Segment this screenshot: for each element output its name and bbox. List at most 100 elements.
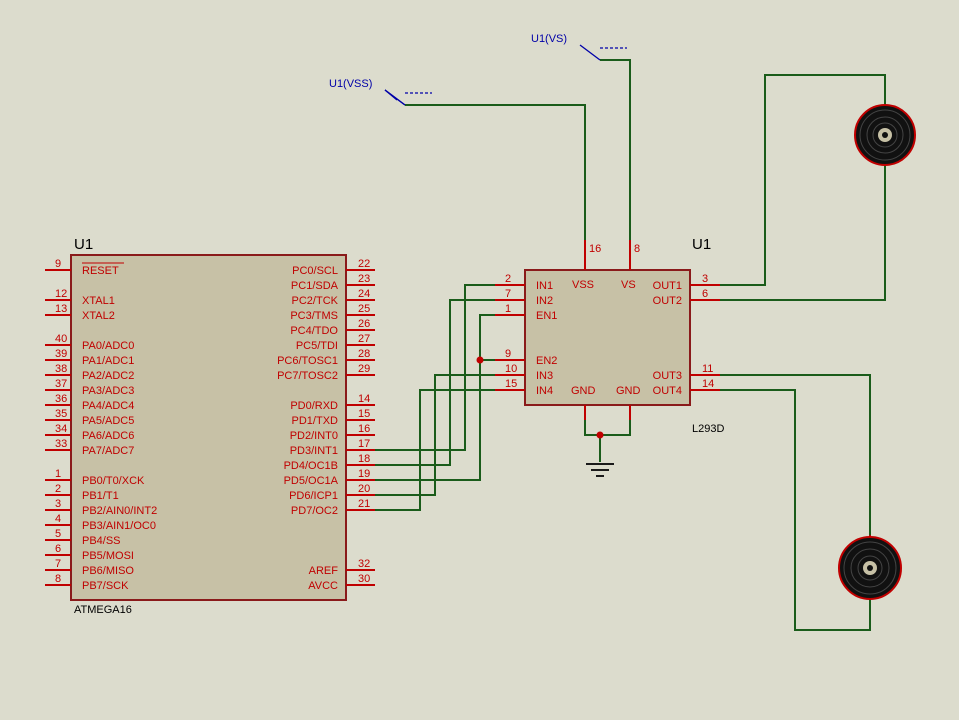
pin-pb7-sck-label: PB7/SCK	[82, 580, 129, 592]
pin-pa2-adc2-label: PA2/ADC2	[82, 370, 134, 382]
pin-pa0-adc0-number: 40	[55, 333, 67, 345]
pin-pb1-t1-label: PB1/T1	[82, 490, 119, 502]
wire-vss	[405, 104, 586, 240]
pin-vss-number: 16	[589, 243, 601, 255]
pin-out2-label: OUT2	[653, 295, 682, 307]
pin-pb0-t0-xck-number: 1	[55, 468, 61, 480]
pin-in4-number: 15	[505, 378, 517, 390]
pin-pd0-rxd-number: 14	[358, 393, 370, 405]
driver-part-label: L293D	[692, 423, 724, 435]
pin-pa5-adc5-label: PA5/ADC5	[82, 415, 134, 427]
pin-pa6-adc6-number: 34	[55, 423, 67, 435]
pin-pc5-tdi-label: PC5/TDI	[296, 340, 338, 352]
pin-pa0-adc0-label: PA0/ADC0	[82, 340, 134, 352]
pin-reset-label: RESET	[82, 265, 119, 277]
pin-pd5-oc1a-label: PD5/OC1A	[284, 475, 339, 487]
pin-pb4-ss-label: PB4/SS	[82, 535, 121, 547]
pin-pa7-adc7-number: 33	[55, 438, 67, 450]
pin-avcc-number: 30	[358, 573, 370, 585]
vs-net-label: U1(VS)	[531, 33, 567, 45]
pin-pb6-miso-number: 7	[55, 558, 61, 570]
pin-pc3-tms-label: PC3/TMS	[290, 310, 338, 322]
motor-1[interactable]	[854, 104, 916, 166]
pin-pa4-adc4-number: 36	[55, 393, 67, 405]
pin-pb3-ain1-oc0-number: 4	[55, 513, 61, 525]
pin-pc1-sda-label: PC1/SDA	[291, 280, 339, 292]
wire-pd4-in2	[375, 299, 495, 466]
pin-pc3-tms-number: 25	[358, 303, 370, 315]
pin-out3-label: OUT3	[653, 370, 682, 382]
ground-symbol	[586, 463, 614, 477]
pin-pc5-tdi-number: 27	[358, 333, 370, 345]
pin-out4-label: OUT4	[653, 385, 682, 397]
vss-net-label: U1(VSS)	[329, 78, 372, 90]
pin-xtal1-label: XTAL1	[82, 295, 115, 307]
pin-pd4-oc1b-label: PD4/OC1B	[284, 460, 338, 472]
pin-in3-number: 10	[505, 363, 517, 375]
pin-pd6-icp1-label: PD6/ICP1	[289, 490, 338, 502]
wires	[375, 59, 886, 631]
pin-en1-label: EN1	[536, 310, 557, 322]
pin-pc0-scl-number: 22	[358, 258, 370, 270]
pin-gnd2-label: GND	[616, 385, 641, 397]
pin-pc4-tdo-number: 26	[358, 318, 370, 330]
pin-pc7-tosc2-number: 29	[358, 363, 370, 375]
pin-en2-number: 9	[505, 348, 511, 360]
pin-out2-number: 6	[702, 288, 708, 300]
pin-pb2-ain0-int2-label: PB2/AIN0/INT2	[82, 505, 157, 517]
wire-gnd-bus	[584, 420, 631, 436]
mcu-part-label: ATMEGA16	[74, 604, 132, 616]
pin-pc1-sda-number: 23	[358, 273, 370, 285]
pin-pc2-tck-number: 24	[358, 288, 370, 300]
pin-pb7-sck-number: 8	[55, 573, 61, 585]
pin-pd3-int1-number: 17	[358, 438, 370, 450]
pin-out3-number: 11	[702, 363, 713, 375]
pin-aref-label: AREF	[309, 565, 339, 577]
mcu-body	[70, 254, 347, 601]
pin-pd4-oc1b-number: 18	[358, 453, 370, 465]
pin-pd2-int0-number: 16	[358, 423, 370, 435]
pin-pb2-ain0-int2-number: 3	[55, 498, 61, 510]
pin-in2-label: IN2	[536, 295, 553, 307]
pin-vs-number: 8	[634, 243, 640, 255]
mcu-right-pins: 22PC0/SCL23PC1/SDA24PC2/TCK25PC3/TMS26PC…	[277, 258, 375, 592]
pin-xtal2-number: 13	[55, 303, 67, 315]
pin-pd2-int0-label: PD2/INT0	[290, 430, 338, 442]
atmega16-chip[interactable]: U1 ATMEGA16 9RESET12XTAL113XTAL240PA0/AD…	[45, 236, 375, 616]
pin-pd0-rxd-label: PD0/RXD	[290, 400, 338, 412]
pin-pc6-tosc1-label: PC6/TOSC1	[277, 355, 338, 367]
mcu-left-pins: 9RESET12XTAL113XTAL240PA0/ADC039PA1/ADC1…	[45, 258, 157, 592]
pin-pa6-adc6-label: PA6/ADC6	[82, 430, 134, 442]
pin-pc0-scl-label: PC0/SCL	[292, 265, 338, 277]
pin-pa3-adc3-number: 37	[55, 378, 67, 390]
pin-in2-number: 7	[505, 288, 511, 300]
pin-in1-label: IN1	[536, 280, 553, 292]
pin-xtal1-number: 12	[55, 288, 67, 300]
pin-pa1-adc1-number: 39	[55, 348, 67, 360]
pin-pa4-adc4-label: PA4/ADC4	[82, 400, 134, 412]
pin-pd1-txd-label: PD1/TXD	[292, 415, 339, 427]
junction-en	[476, 356, 484, 364]
pin-pa2-adc2-number: 38	[55, 363, 67, 375]
wire-pd5-en1	[375, 314, 495, 481]
pin-pa7-adc7-label: PA7/ADC7	[82, 445, 134, 457]
pin-out4-number: 14	[702, 378, 714, 390]
wire-out1-motor1	[720, 74, 886, 286]
pin-pd7-oc2-number: 21	[358, 498, 370, 510]
pin-pb4-ss-number: 5	[55, 528, 61, 540]
wire-out4-motor2	[720, 389, 871, 631]
junction-gnd	[596, 431, 604, 439]
pin-pb1-t1-number: 2	[55, 483, 61, 495]
pin-en1-number: 1	[505, 303, 511, 315]
pin-avcc-label: AVCC	[308, 580, 338, 592]
pin-pb0-t0-xck-label: PB0/T0/XCK	[82, 475, 145, 487]
pin-in4-label: IN4	[536, 385, 553, 397]
driver-ref-label: U1	[692, 236, 711, 253]
motor-2[interactable]	[838, 535, 902, 600]
wire-pd6-in3	[375, 374, 495, 496]
pin-pa1-adc1-label: PA1/ADC1	[82, 355, 134, 367]
